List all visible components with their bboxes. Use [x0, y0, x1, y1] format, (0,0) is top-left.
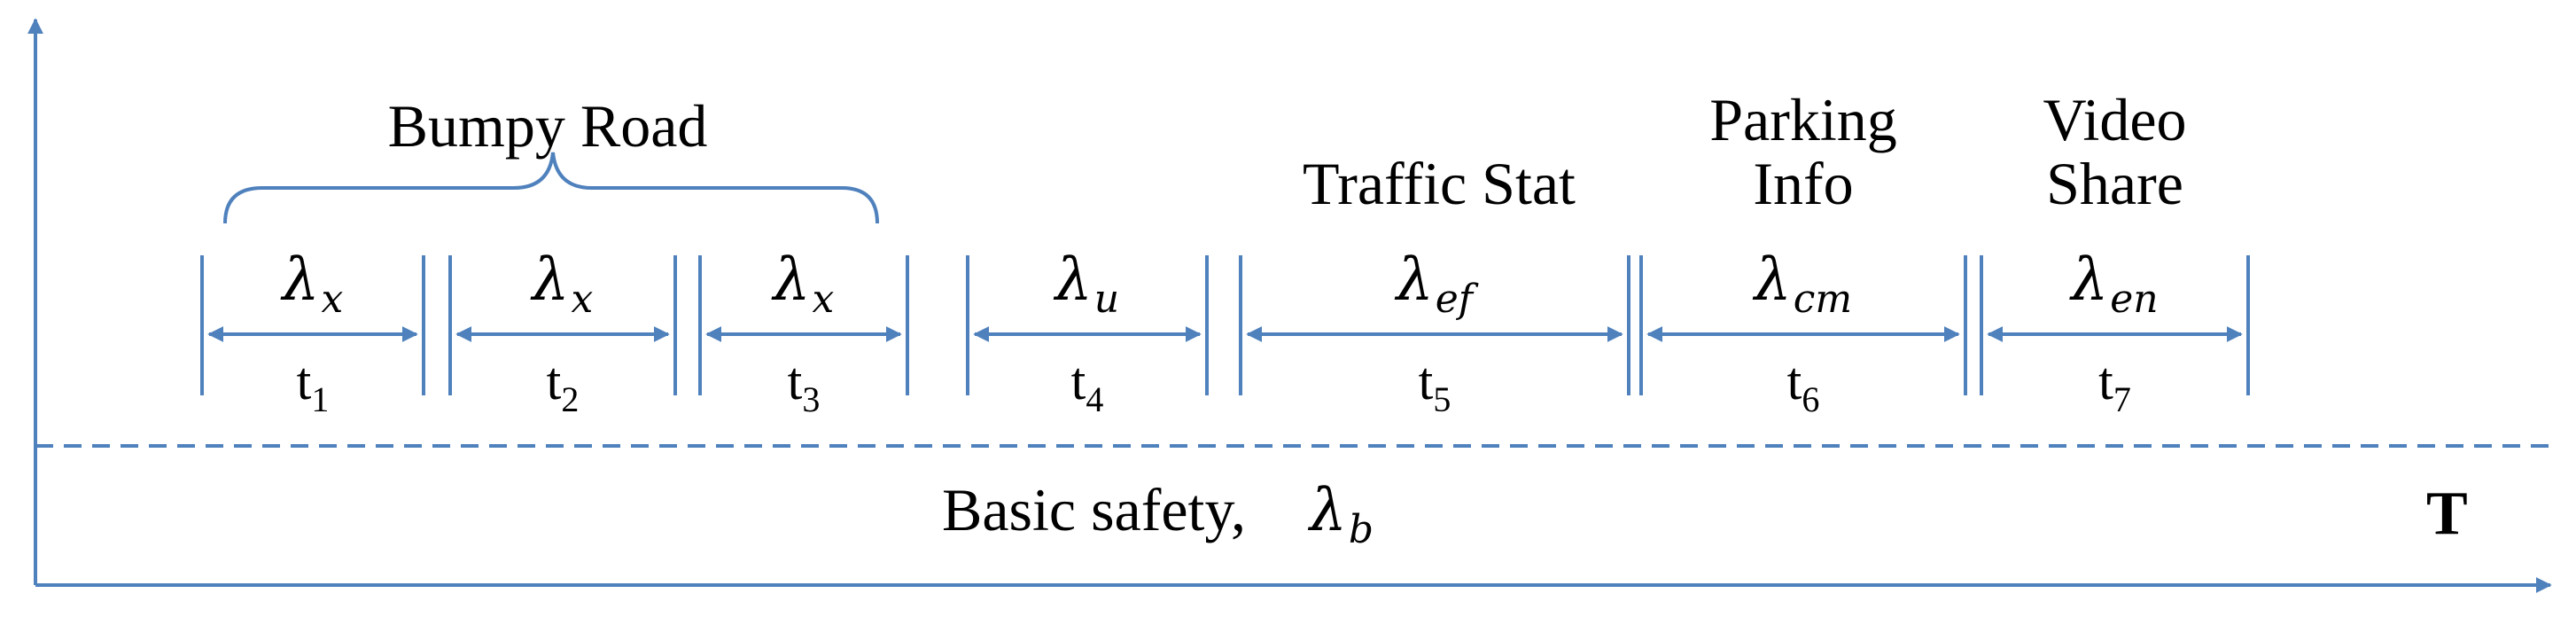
segment-t2-rate-sub: x	[572, 277, 594, 322]
time-axis-label: T	[2426, 480, 2468, 548]
segment-t4-time-base: t	[1071, 352, 1086, 410]
bumpy-road-label: Bumpy Road	[388, 92, 708, 160]
basic-safety-rate: λb	[1307, 476, 1374, 552]
segment-t7-title-line-1: Video	[2043, 86, 2186, 153]
segment-t3-time-base: t	[788, 352, 803, 410]
segment-t2-rate-base: λ	[530, 246, 570, 314]
segment-t2-time: t2	[547, 352, 580, 419]
segment-t3-time: t3	[788, 352, 821, 419]
segment-t1-rate-sub: x	[322, 277, 344, 322]
segment-t2-rate: λx	[530, 246, 594, 322]
segment-t7-rate-base: λ	[2068, 246, 2108, 314]
segment-t4-time: t4	[1071, 352, 1104, 419]
segment-t2-time-sub: 2	[561, 379, 579, 419]
segment-t6-title-line-1: Parking	[1709, 86, 1897, 153]
segment-t7-time-sub: 7	[2113, 379, 2131, 419]
segment-t4-rate-sub: u	[1094, 277, 1119, 322]
segment-t7-rate-sub: en	[2110, 277, 2158, 322]
basic-safety-label: Basic safety,	[942, 476, 1246, 543]
segment-t6-rate-sub: cm	[1794, 277, 1852, 322]
segment-t7-time: t7	[2098, 352, 2131, 419]
segment-t6-rate: λcm	[1752, 246, 1852, 322]
segment-t3-rate-sub: x	[813, 277, 835, 322]
segment-t4-rate-base: λ	[1053, 246, 1093, 314]
segment-t3-rate-base: λ	[771, 246, 811, 314]
basic-safety-rate-base: λ	[1307, 476, 1347, 544]
segment-t3-time-sub: 3	[802, 379, 820, 419]
segment-t5-rate-base: λ	[1394, 246, 1434, 314]
segment-t4-rate: λu	[1053, 246, 1119, 322]
segment-t7-rate: λen	[2068, 246, 2158, 322]
segment-t7-title-line-2: Share	[2046, 150, 2183, 217]
segment-t6-time-base: t	[1787, 352, 1802, 410]
basic-safety-text: Basic safety,	[942, 476, 1246, 543]
segment-t7-time-base: t	[2098, 352, 2113, 410]
segment-t5-title-line-1: Traffic Stat	[1303, 150, 1576, 217]
segment-t6-time-sub: 6	[1802, 379, 1819, 419]
segment-t1-rate-base: λ	[280, 246, 320, 314]
segment-t3-rate: λx	[771, 246, 835, 322]
segment-t5-time-base: t	[1419, 352, 1434, 410]
segment-t1-time-sub: 1	[311, 379, 329, 419]
segment-t5-rate: λef	[1394, 246, 1479, 322]
segment-t5-rate-sub: ef	[1436, 277, 1479, 322]
segment-t1-time: t1	[297, 352, 330, 419]
bumpy-road-brace	[223, 152, 879, 224]
segment-t1-rate: λx	[280, 246, 344, 322]
segment-t6-title-line-2: Info	[1753, 150, 1853, 217]
segment-t6-time: t6	[1787, 352, 1820, 419]
basic-safety-rate-sub: b	[1349, 507, 1374, 552]
segment-t2-time-base: t	[547, 352, 562, 410]
segment-t6-rate-base: λ	[1752, 246, 1792, 314]
segment-t4-time-sub: 4	[1086, 379, 1103, 419]
segment-t1-time-base: t	[297, 352, 312, 410]
segment-t5-time-sub: 5	[1433, 379, 1451, 419]
segment-t5-time: t5	[1419, 352, 1451, 419]
